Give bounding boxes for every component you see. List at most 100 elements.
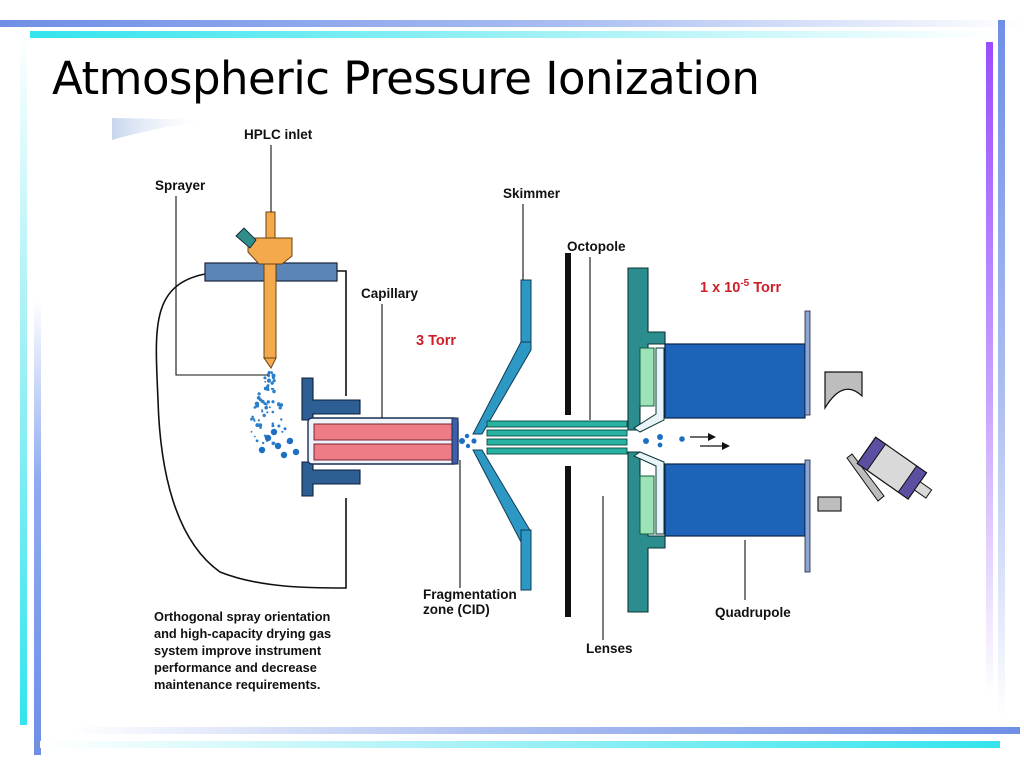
spray-droplet [278,406,282,410]
quadrupole [664,343,806,537]
slide-title: Atmospheric Pressure Ionization [52,52,760,105]
label-hplc-inlet: HPLC inlet [244,127,313,142]
spray-droplet [266,400,270,404]
spray-droplet [283,427,287,431]
spray-droplet [255,439,259,443]
spray-droplet [270,381,274,385]
pressure-quadrupole-base: 1 x 10 [700,280,740,296]
spray-droplet [253,405,257,409]
caption-note-line: and high-capacity drying gas [154,626,331,641]
skimmer [472,279,532,591]
label-quadrupole: Quadrupole [715,605,791,620]
label-fragmentation-line2: zone (CID) [423,602,490,617]
spray-droplet [257,419,260,422]
label-pressure-quadrupole: 1 x 10-5 Torr [700,278,782,296]
label-lenses: Lenses [586,641,633,656]
ion-cluster-fragmentation [459,433,477,449]
spray-chamber [155,270,347,589]
label-capillary: Capillary [361,286,419,301]
leader-lines [175,145,746,640]
spray-droplet [264,380,267,383]
spray-droplet [250,430,253,433]
label-fragmentation-line1: Fragmentation [423,587,517,602]
ion-cluster [258,446,266,454]
spray-droplet [267,371,271,374]
spray-droplet [280,418,283,421]
sprayer-needle [235,211,293,369]
bottom-accent-bar-blue [70,727,1020,734]
detector [817,371,933,512]
spray-droplet [255,423,260,428]
spray-droplet [264,376,267,380]
spray-droplet [272,388,275,390]
octopole [486,420,628,455]
figure-corner-swoosh [112,118,215,140]
spray-droplet [252,417,255,421]
spray-droplet [254,435,256,438]
label-pressure-capillary: 3 Torr [416,333,456,349]
ion-cluster [270,428,278,436]
pressure-quadrupole-exponent: -5 [740,278,749,289]
left-accent-bar-cyan [20,30,27,725]
label-octopole: Octopole [567,239,626,254]
ion-cluster [274,442,282,450]
spray-droplet [266,411,269,414]
left-accent-bar-blue [34,300,41,755]
spray-droplet [271,424,275,428]
lens-frame [627,267,666,613]
bottom-accent-bar-cyan [40,741,1000,748]
spray-chamber-outline [155,273,347,589]
label-skimmer: Skimmer [503,186,561,201]
spray-droplet [271,373,276,378]
spray-droplet [271,400,275,404]
spray-droplet [262,441,265,445]
label-sprayer: Sprayer [155,178,206,193]
spray-droplet [263,386,268,391]
spray-droplet [277,424,281,428]
spray-droplet [251,415,254,419]
caption-note-line: maintenance requirements. [154,677,320,692]
pressure-quadrupole-unit: Torr [749,280,781,296]
spray-droplet [273,442,276,445]
spray-droplet [271,410,275,414]
exit-plates [804,310,811,573]
ion-cluster [280,451,288,459]
spray-droplet [277,402,281,406]
spray-droplet [267,378,271,382]
top-accent-bar-blue [0,20,1024,27]
ion-beam [643,433,730,450]
ion-cluster [286,437,294,445]
caption-note-line: performance and decrease [154,660,317,675]
spray-droplet [270,371,273,374]
spray-droplet [271,422,274,425]
spray-droplet [259,398,263,402]
top-accent-bar-cyan [30,31,995,38]
capillary-tube [307,417,459,465]
spray-plume [250,371,300,459]
spray-droplet [254,401,259,406]
spray-chamber-outline-right [336,270,347,396]
spray-droplet [262,413,266,418]
caption-note-line: Orthogonal spray orientation [154,609,331,624]
caption-note: Orthogonal spray orientation and high-ca… [154,609,331,692]
spray-droplet [258,423,263,428]
spray-droplet [263,402,267,406]
ion-cluster [292,448,300,456]
spray-droplet [264,405,269,410]
spray-droplet [261,410,264,413]
spray-droplet [268,406,271,409]
spray-droplet [261,409,263,411]
spray-droplet [253,419,256,422]
right-accent-bar-purple [986,42,993,697]
right-accent-bar-blue [998,20,1005,720]
spray-droplet [281,430,284,433]
caption-note-line: system improve instrument [154,643,322,658]
spray-droplet [272,379,276,383]
spray-droplet [272,389,276,394]
spray-droplet [257,392,261,396]
separation-wall [565,253,571,617]
spray-droplet [250,417,253,421]
spray-droplet [272,376,276,379]
ion-cluster [264,434,272,442]
